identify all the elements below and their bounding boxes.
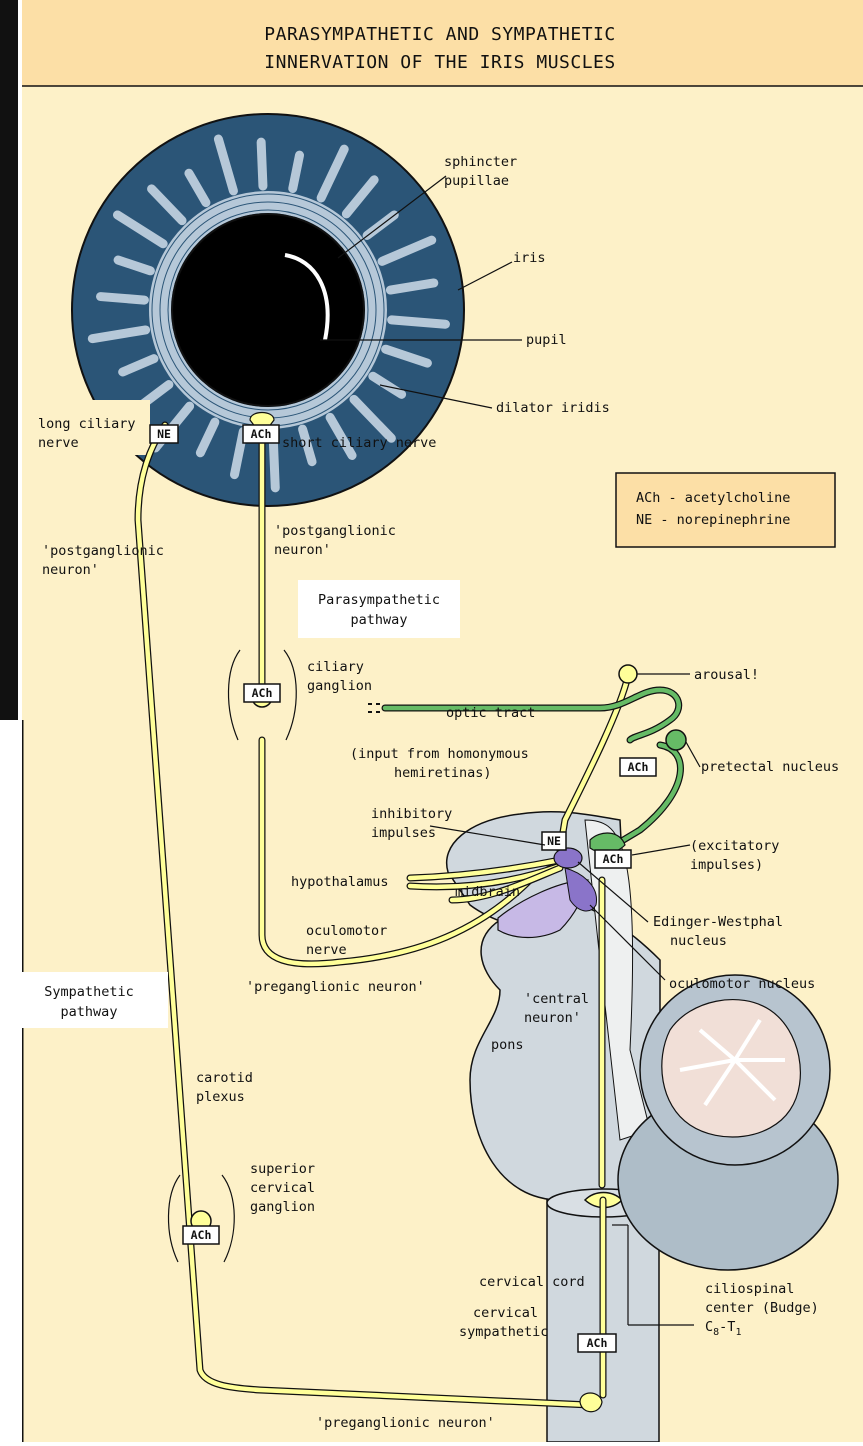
abbreviation-legend: ACh - acetylcholine NE - norepinephrine (616, 473, 835, 547)
label-long-ciliary-2: nerve (38, 435, 79, 451)
label-optic-tract: optic tract (446, 705, 535, 721)
pupil (172, 214, 364, 406)
label-inhibitory-1: inhibitory (371, 806, 452, 822)
sympathetic-pathway-label: Sympathetic pathway (12, 972, 168, 1028)
label-long-ciliary-1: long ciliary (38, 416, 136, 432)
label-ciliospinal-2: center (Budge) (705, 1300, 819, 1316)
label-input-from-2: hemiretinas) (394, 765, 492, 781)
left-border-lower (22, 720, 24, 1442)
dilator-stripe (101, 297, 145, 301)
ach-box-excitatory-label: ACh (603, 852, 624, 866)
label-ciliary-ganglion-2: ganglion (307, 678, 372, 694)
ach-box-pretectal-label: ACh (628, 760, 649, 774)
label-cervical-sympathetic-2: sympathetic (459, 1324, 548, 1340)
label-oculomotor-nucleus: oculomotor nucleus (669, 976, 815, 992)
legend-ach: ACh - acetylcholine (636, 490, 790, 506)
label-edinger-2: nucleus (670, 933, 727, 949)
label-input-from-1: (input from homonymous (350, 746, 529, 762)
label-midbrain: midbrain (455, 884, 520, 900)
sympathetic-label-line2: pathway (61, 1004, 118, 1020)
label-oculomotor-nerve-2: nerve (306, 942, 347, 958)
sympathetic-label-line1: Sympathetic (44, 984, 133, 1000)
label-oculomotor-nerve-1: oculomotor (306, 923, 387, 939)
label-excitatory-2: impulses) (690, 857, 763, 873)
dilator-stripe (392, 320, 446, 324)
label-ciliary-ganglion-1: ciliary (307, 659, 364, 675)
label-iris: iris (513, 250, 546, 266)
label-excitatory-1: (excitatory (690, 838, 779, 854)
label-arousal: arousal! (694, 667, 759, 683)
label-inhibitory-2: impulses (371, 825, 436, 841)
label-pupil: pupil (526, 332, 567, 348)
label-preganglionic-lower: 'preganglionic neuron' (316, 1415, 495, 1431)
label-postganglionic-center-2: neuron' (274, 542, 331, 558)
label-preganglionic-upper: 'preganglionic neuron' (246, 979, 425, 995)
ne-box-midbrain-label: NE (547, 834, 561, 848)
pretectal-nucleus-body (666, 730, 686, 750)
label-pretectal: pretectal nucleus (701, 759, 839, 775)
title-line-1: PARASYMPATHETIC AND SYMPATHETIC (264, 24, 615, 45)
label-postganglionic-center-1: 'postganglionic (274, 523, 396, 539)
left-border-upper (0, 0, 18, 720)
parasympathetic-pathway-label: Parasympathetic pathway (298, 580, 460, 638)
label-edinger-1: Edinger-Westphal (653, 914, 783, 930)
label-superior-cervical-3: ganglion (250, 1199, 315, 1215)
label-carotid-1: carotid (196, 1070, 253, 1086)
title-line-2: INNERVATION OF THE IRIS MUSCLES (264, 52, 615, 73)
dilator-stripe (261, 142, 263, 186)
label-pons: pons (491, 1037, 524, 1053)
label-sphincter-1: sphincter (444, 154, 517, 170)
legend-ne: NE - norepinephrine (636, 512, 790, 528)
ach-box-ciliary-ganglion-label: ACh (252, 686, 273, 700)
ne-box-long-ciliary-label: NE (157, 427, 171, 441)
ach-box-short-ciliary-label: ACh (251, 427, 272, 441)
label-cervical-sympathetic-1: cervical (473, 1305, 538, 1321)
label-postganglionic-left-2: neuron' (42, 562, 99, 578)
label-superior-cervical-2: cervical (250, 1180, 315, 1196)
label-superior-cervical-1: superior (250, 1161, 315, 1177)
ach-box-cervical-sympathetic-label: ACh (587, 1336, 608, 1350)
label-ciliospinal-1: ciliospinal (705, 1281, 794, 1297)
label-carotid-2: plexus (196, 1089, 245, 1105)
label-sphincter-2: pupillae (444, 173, 509, 189)
label-postganglionic-left-1: 'postganglionic (42, 543, 164, 559)
label-hypothalamus: hypothalamus (291, 874, 389, 890)
label-short-ciliary: short ciliary nerve (282, 435, 436, 451)
label-central-neuron-2: neuron' (524, 1010, 581, 1026)
edinger-westphal-nucleus (554, 848, 582, 868)
arousal-bulb (619, 665, 637, 683)
ach-box-superior-cervical-label: ACh (191, 1228, 212, 1242)
parasympathetic-label-line2: pathway (351, 612, 408, 628)
parasympathetic-label-line1: Parasympathetic (318, 592, 440, 608)
label-central-neuron-1: 'central (524, 991, 589, 1007)
label-cervical-cord: cervical cord (479, 1274, 585, 1290)
label-dilator: dilator iridis (496, 400, 610, 416)
